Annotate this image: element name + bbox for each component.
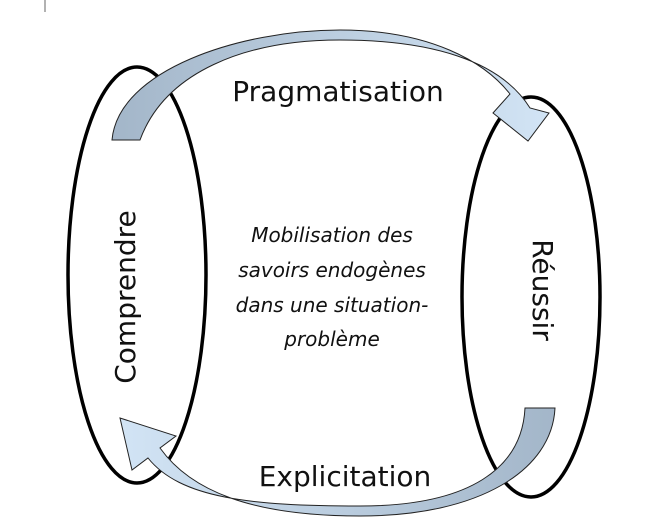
comprendre-label: Comprendre <box>109 210 142 384</box>
right-ellipse <box>460 95 602 499</box>
center-line: problème <box>283 327 380 351</box>
center-line: Mobilisation des <box>251 223 413 247</box>
top-arrow <box>111 29 550 142</box>
pragmatisation-label: Pragmatisation <box>232 75 443 108</box>
explicitation-label: Explicitation <box>259 460 432 493</box>
bottom-arrow <box>119 407 556 517</box>
center-line: savoirs endogènes <box>238 258 426 282</box>
left-ellipse <box>66 65 208 485</box>
reussir-label: Réussir <box>526 239 559 341</box>
center-line: dans une situation- <box>236 293 429 317</box>
center-text: Mobilisation des savoirs endogènes dans … <box>236 223 429 351</box>
